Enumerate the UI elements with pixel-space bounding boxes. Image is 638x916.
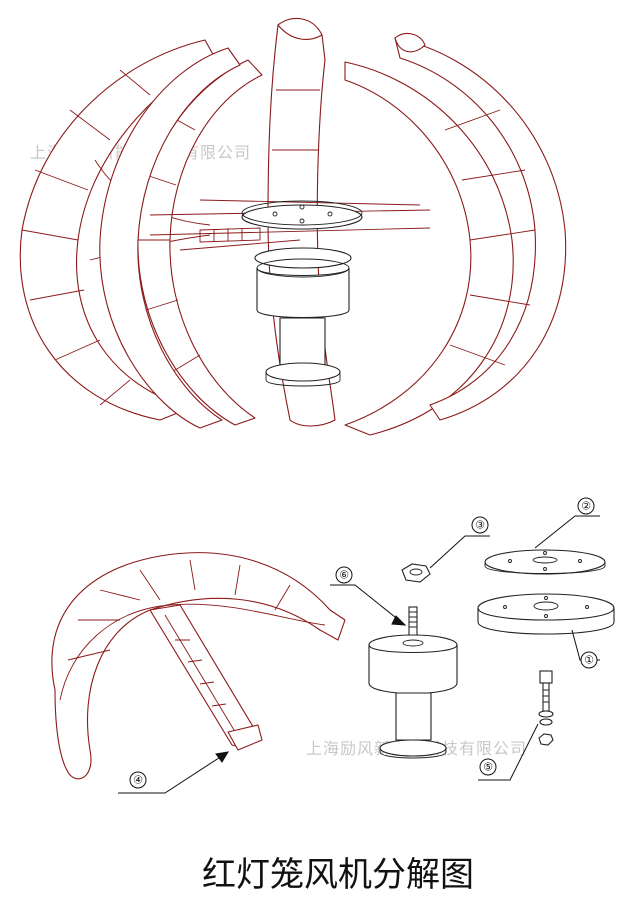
part-disk-thin	[484, 549, 606, 575]
callout-6: ⑥	[330, 566, 407, 626]
part-generator	[368, 606, 458, 759]
svg-text:①: ①	[584, 654, 594, 667]
svg-text:⑤: ⑤	[483, 761, 493, 774]
svg-text:④: ④	[133, 774, 143, 787]
part-disk-thick	[477, 593, 615, 635]
assembled-turbine	[19, 17, 567, 436]
part-bolt-set	[538, 670, 554, 746]
callout-1: ①	[571, 629, 600, 669]
svg-text:③: ③	[475, 519, 485, 532]
svg-text:⑥: ⑥	[339, 569, 349, 582]
callout-4: ④	[118, 751, 229, 794]
base-flange	[265, 362, 341, 382]
callout-3: ③	[429, 516, 490, 569]
blade-left-outer	[19, 39, 216, 421]
callout-2: ②	[534, 497, 600, 549]
svg-text:②: ②	[581, 500, 591, 513]
blade-left-mid	[99, 47, 241, 429]
blade-right	[344, 61, 514, 436]
callout-5: ⑤	[478, 723, 539, 781]
part-nut	[401, 563, 431, 583]
diagram-caption: 红灯笼风机分解图	[202, 855, 474, 895]
blade-right-outer	[394, 37, 567, 421]
single-blade-part	[51, 552, 346, 780]
generator-body	[256, 267, 350, 318]
blade-hub-arm	[149, 604, 256, 747]
